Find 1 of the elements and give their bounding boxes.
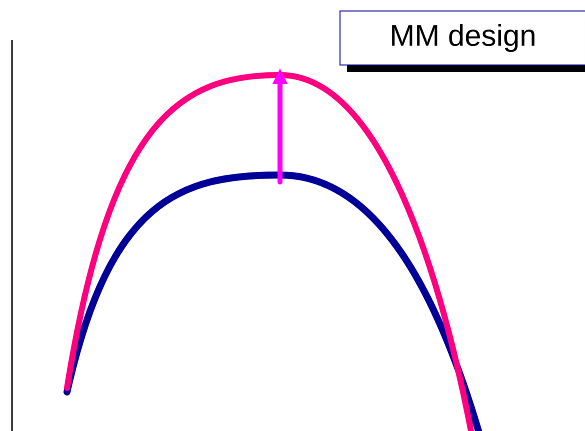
label-box: MM design	[340, 10, 585, 72]
